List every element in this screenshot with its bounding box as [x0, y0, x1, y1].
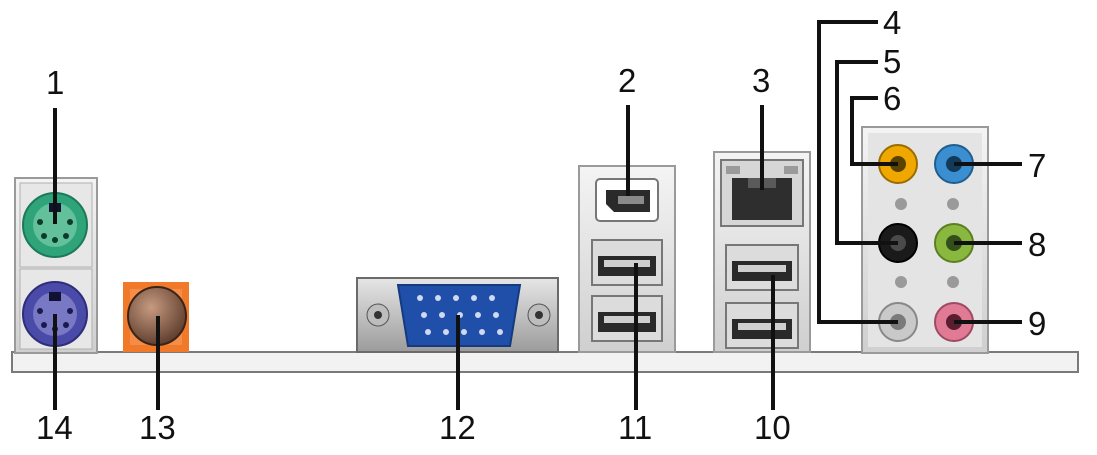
- audio-jack-panel: [861, 126, 989, 354]
- lan-usb-stack: [713, 151, 811, 353]
- callout-label-7: 7: [1028, 147, 1047, 184]
- callout-label-8: 8: [1028, 226, 1047, 263]
- ieee1394-port[interactable]: [595, 178, 659, 222]
- callout-label-9: 9: [1028, 305, 1047, 342]
- usb-ports-upper-stack[interactable]: [591, 239, 663, 342]
- ps2-port-stack: [14, 177, 98, 354]
- ps2-mouse-port[interactable]: [22, 192, 88, 258]
- leader-line-6: [850, 96, 898, 166]
- usb-ports-lower-stack[interactable]: [725, 244, 799, 349]
- callout-label-11: 11: [618, 409, 653, 446]
- leader-lines: [53, 20, 1022, 410]
- callout-label-3: 3: [752, 62, 771, 99]
- io-shield-plate: [11, 351, 1079, 373]
- firewire-usb-stack: [578, 165, 676, 353]
- callout-label-1: 1: [46, 64, 65, 101]
- callout-label-12: 12: [439, 409, 476, 446]
- leader-line-4: [817, 20, 898, 324]
- callout-label-2: 2: [618, 62, 637, 99]
- callout-label-5: 5: [883, 43, 902, 80]
- callout-label-13: 13: [139, 409, 176, 446]
- callout-label-6: 6: [883, 80, 902, 117]
- callout-label-4: 4: [883, 4, 902, 41]
- callout-label-10: 10: [754, 409, 791, 446]
- callout-label-14: 14: [36, 409, 73, 446]
- leader-line-5: [835, 60, 898, 245]
